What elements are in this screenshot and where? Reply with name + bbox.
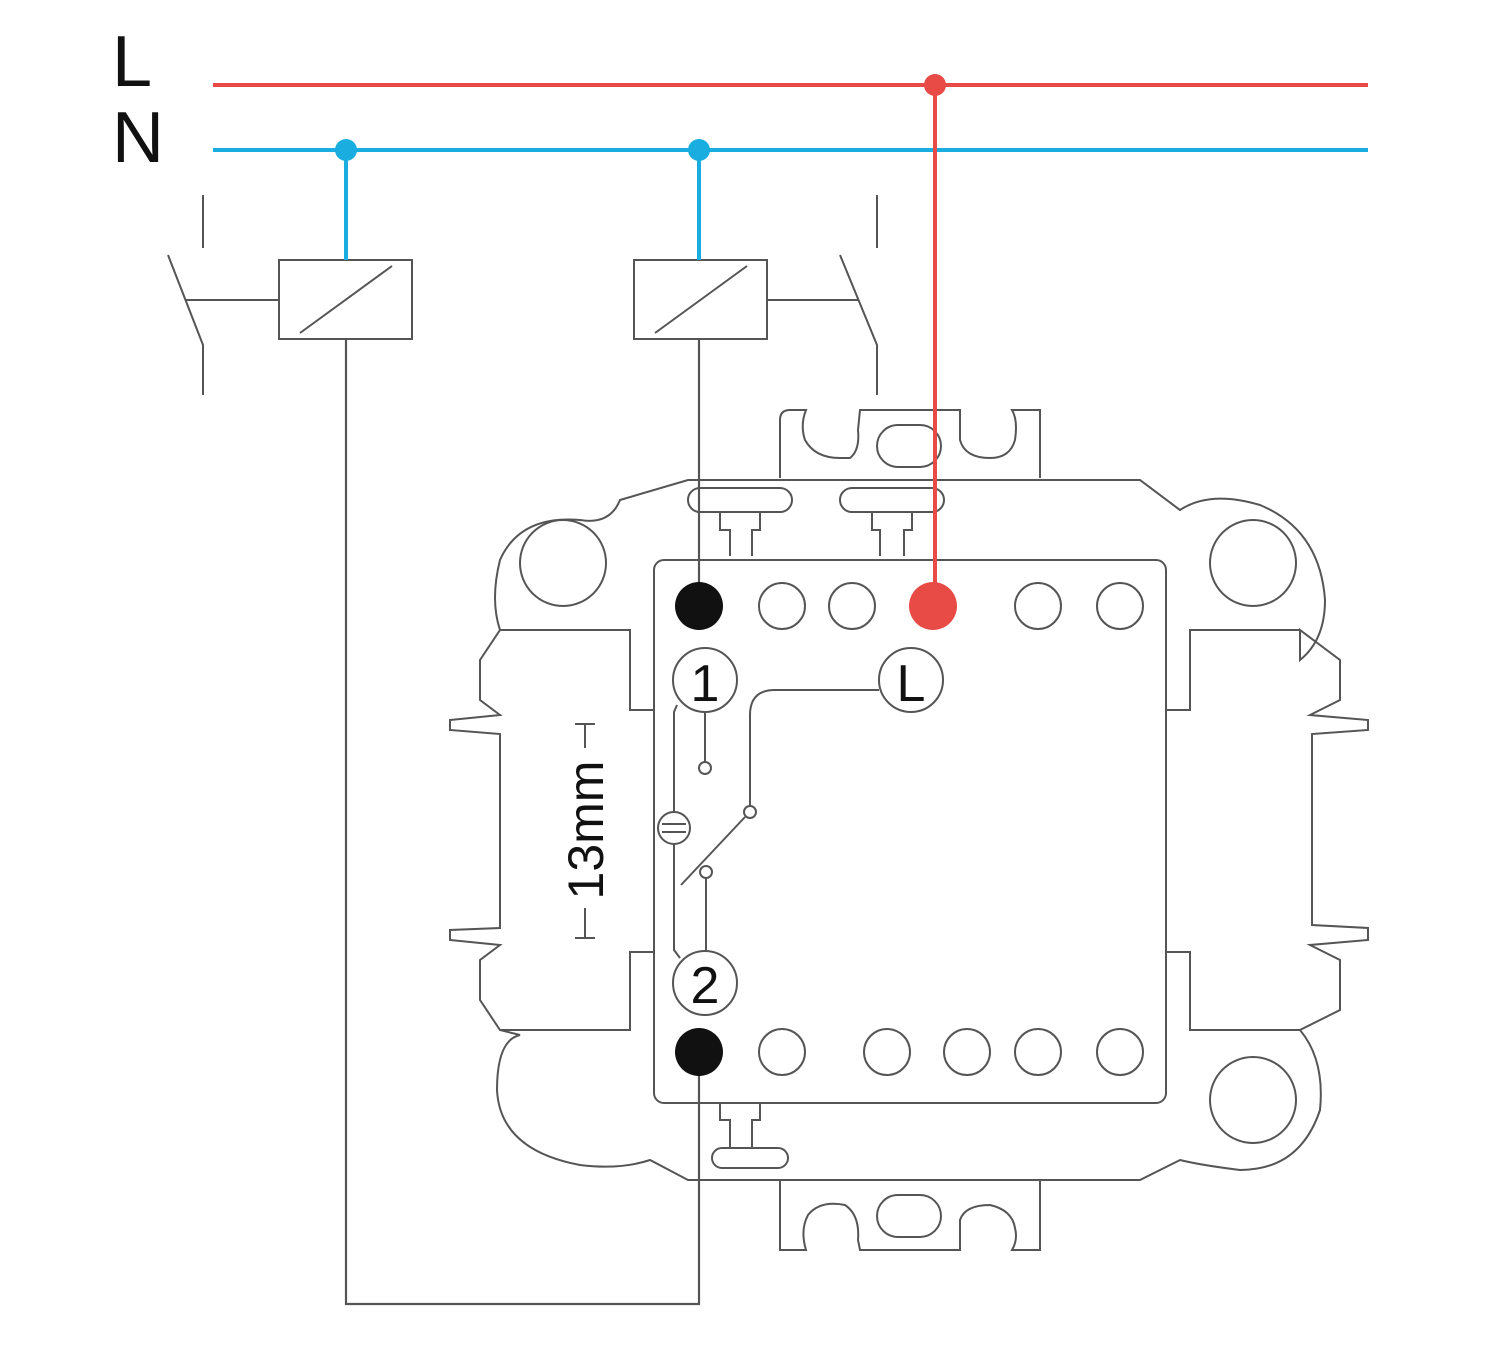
control-wire-2 [344, 339, 701, 1306]
terminals-top [675, 582, 1144, 630]
terminal-2-label: 2 [691, 957, 720, 1015]
terminals-bottom [675, 1028, 1144, 1076]
contact-right [767, 195, 878, 395]
switch-housing [449, 409, 1369, 1251]
junction-dot [688, 139, 710, 161]
terminal-line [909, 582, 957, 630]
terminal-L-label: L [897, 655, 926, 713]
terminal-1-label: 1 [691, 655, 720, 713]
terminal-1-marker [672, 647, 738, 713]
relay-left [278, 259, 413, 340]
dimension-label: 13mm [558, 761, 614, 900]
terminal-2-marker [672, 950, 738, 1016]
contact-left [167, 195, 279, 395]
internal-schematic [657, 689, 879, 959]
capacitor-icon [657, 811, 691, 845]
line-label: L [112, 22, 152, 102]
junction-dot [924, 74, 946, 96]
terminal-L-marker [878, 647, 944, 713]
junction-dot [335, 139, 357, 161]
neutral-label: N [112, 98, 164, 178]
relay-right [633, 259, 768, 340]
terminal-used [675, 1028, 723, 1076]
dimension-13mm: 13mm [558, 723, 614, 939]
terminal-used [675, 582, 723, 630]
